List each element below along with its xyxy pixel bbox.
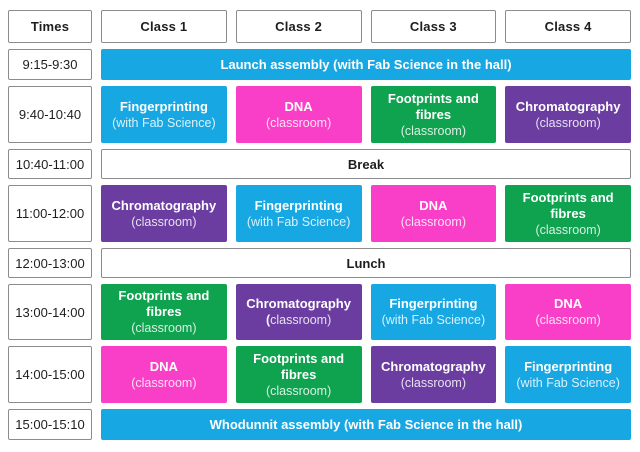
activity-label: Fingerprinting	[254, 197, 343, 213]
activity-sublabel: (classroom)	[400, 123, 467, 138]
activity-label: Footprints and fibres	[387, 90, 479, 122]
column-header-class-2: Class 2	[235, 10, 362, 43]
activity-label: DNA	[554, 296, 583, 311]
time-cell: 14:00-15:00	[8, 346, 92, 403]
activity-cell-footprints-and-fibres: Footprints and fibres(classroom)	[505, 185, 631, 242]
activity-cell-chromatography: Chromatography(classroom)	[370, 346, 497, 403]
activity-label: Chromatography	[111, 197, 217, 213]
activity-cell-dna: DNA(classroom)	[370, 185, 497, 242]
activity-cell-footprints-and-fibres: Footprints and fibres (classroom)	[101, 284, 227, 340]
activity-label: Fingerprinting	[119, 98, 208, 114]
column-header-class-3: Class 3	[370, 10, 497, 43]
activity-sublabel: (classroom)	[400, 375, 467, 390]
activity-cell-fingerprinting: Fingerprinting(with Fab Science)	[505, 346, 631, 403]
activity-cell-footprints-and-fibres: Footprints and fibres(classroom)	[235, 346, 362, 403]
activity-label: Fingerprinting	[389, 296, 478, 311]
time-cell: 9:40-10:40	[8, 86, 92, 143]
time-cell: 10:40-11:00	[8, 149, 92, 179]
activity-sublabel: (classroom)	[131, 214, 197, 229]
activity-label: Fingerprinting	[524, 358, 613, 374]
activity-cell-dna: DNA (classroom)	[505, 284, 631, 340]
activity-sublabel-rest: classroom)	[270, 313, 332, 327]
activity-label: Chromatography	[381, 358, 486, 374]
activity-cell-dna: DNA(classroom)	[101, 346, 227, 403]
activity-label: DNA	[149, 358, 178, 374]
time-cell: 9:15-9:30	[8, 49, 92, 80]
activity-sublabel: (classroom)	[131, 321, 197, 335]
time-cell: 11:00-12:00	[8, 185, 92, 242]
activity-label: Footprints and fibres	[253, 350, 345, 382]
break-banner: Break	[101, 149, 631, 179]
activity-cell-dna: DNA(classroom)	[235, 86, 362, 143]
time-cell: 15:00-15:10	[8, 409, 92, 440]
assembly-banner: Launch assembly (with Fab Science in the…	[101, 49, 631, 80]
activity-label: Chromatography	[246, 296, 351, 311]
activity-sublabel: (classroom)	[266, 312, 331, 328]
activity-cell-chromatography: Chromatography(classroom)	[505, 86, 631, 143]
activity-sublabel: (classroom)	[400, 214, 467, 229]
column-header-class-4: Class 4	[505, 10, 631, 43]
activity-label: Chromatography	[515, 98, 621, 114]
activity-label: DNA	[284, 98, 313, 114]
activity-cell-footprints-and-fibres: Footprints and fibres(classroom)	[370, 86, 497, 143]
column-header-times: Times	[8, 10, 92, 43]
activity-sublabel: (with Fab Science)	[112, 115, 216, 130]
column-header-class-1: Class 1	[101, 10, 227, 43]
activity-sublabel: (with Fab Science)	[381, 313, 486, 327]
time-cell: 13:00-14:00	[8, 284, 92, 340]
activity-label: DNA	[419, 197, 448, 213]
activity-sublabel: (classroom)	[131, 375, 197, 390]
break-banner: Lunch	[101, 248, 631, 278]
activity-label: Footprints and fibres	[118, 288, 210, 319]
activity-cell-chromatography: Chromatography(classroom)	[235, 284, 362, 340]
activity-sublabel: (with Fab Science)	[246, 214, 351, 229]
activity-sublabel-bold-prefix: (	[265, 313, 271, 327]
activity-sublabel: (classroom)	[535, 222, 601, 237]
activity-sublabel: (with Fab Science)	[516, 375, 620, 390]
activity-cell-fingerprinting: Fingerprinting(with Fab Science)	[101, 86, 227, 143]
activity-cell-fingerprinting: Fingerprinting(with Fab Science)	[235, 185, 362, 242]
activity-sublabel: (classroom)	[535, 115, 601, 130]
activity-sublabel: (classroom)	[535, 313, 601, 327]
activity-sublabel: (classroom)	[265, 383, 332, 398]
activity-cell-chromatography: Chromatography(classroom)	[101, 185, 227, 242]
assembly-banner: Whodunnit assembly (with Fab Science in …	[101, 409, 631, 440]
time-cell: 12:00-13:00	[8, 248, 92, 278]
activity-cell-fingerprinting: Fingerprinting (with Fab Science)	[370, 284, 497, 340]
activity-label: Footprints and fibres	[522, 189, 614, 221]
activity-sublabel: (classroom)	[265, 115, 332, 130]
